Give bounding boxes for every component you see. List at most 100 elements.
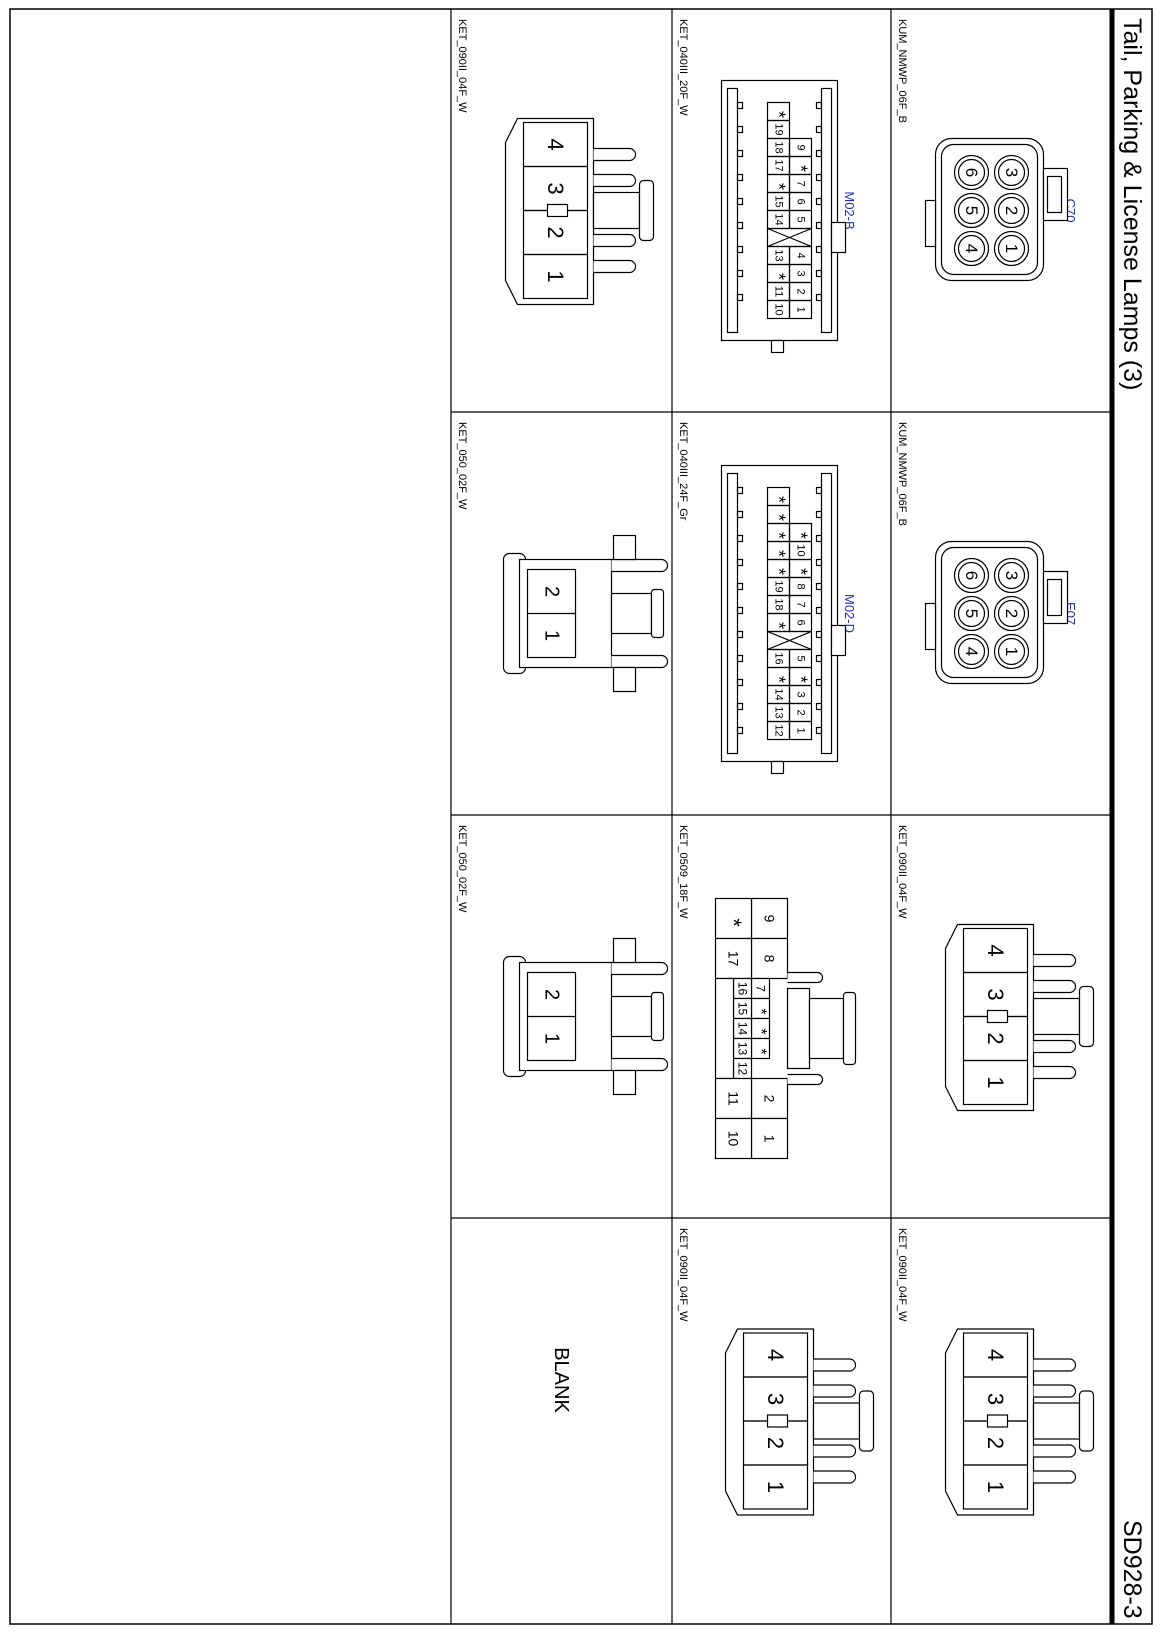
pin-label: 11 bbox=[773, 286, 785, 297]
connector-key bbox=[924, 602, 937, 651]
pin-socket-ring bbox=[957, 637, 986, 666]
pin-label: 8 bbox=[762, 955, 778, 963]
rail-tooth bbox=[815, 558, 823, 567]
connector-latch-body bbox=[808, 997, 845, 1060]
connector-key bbox=[612, 1069, 637, 1096]
pin-label: 12 bbox=[736, 1062, 750, 1076]
pin-unused-marker: * bbox=[769, 514, 789, 521]
pin-label: 9 bbox=[795, 144, 807, 150]
rail-tooth bbox=[815, 654, 823, 663]
rail-tooth bbox=[736, 678, 744, 687]
pin-label: 5 bbox=[962, 609, 981, 618]
connector-latch bbox=[812, 1402, 861, 1440]
pin-label: 3 bbox=[795, 270, 807, 276]
rail-tooth bbox=[736, 510, 744, 519]
pin-label: 12 bbox=[773, 724, 785, 736]
pin-socket-ring bbox=[957, 196, 986, 225]
connector-latch bbox=[1032, 1402, 1081, 1440]
connector-cells: C70KUM_NMWP_06F_B123456E07KUM_NMWP_06F_B… bbox=[456, 19, 1095, 1516]
pin-label: 1 bbox=[795, 306, 807, 312]
connector-arm bbox=[787, 1073, 824, 1086]
pin-cell bbox=[750, 937, 789, 980]
pin-cell bbox=[714, 897, 753, 940]
connector-arm bbox=[1033, 1444, 1077, 1458]
pin-socket bbox=[953, 154, 990, 191]
pin-unused-marker: * bbox=[769, 273, 789, 280]
connector-part-label: KET_090II_04F_W bbox=[896, 825, 908, 919]
pin-socket bbox=[953, 557, 990, 594]
rail-tooth bbox=[815, 702, 823, 711]
rail-tooth bbox=[736, 654, 744, 663]
rail-tooth bbox=[815, 678, 823, 687]
rail-tooth bbox=[815, 486, 823, 495]
pin-label: 19 bbox=[773, 123, 785, 135]
pin-label: 15 bbox=[736, 1002, 750, 1016]
pin-unused-marker: * bbox=[752, 1008, 769, 1014]
rail-tooth bbox=[736, 534, 744, 543]
connector-id-label: M02-B bbox=[842, 191, 857, 229]
rail-tooth bbox=[815, 534, 823, 543]
connector-key bbox=[770, 339, 785, 354]
pin-label: 4 bbox=[763, 1349, 788, 1361]
connector-part-label: KET_090II_04F_W bbox=[456, 19, 468, 113]
pin-socket bbox=[953, 595, 990, 632]
connector-latch-tab bbox=[842, 991, 857, 1066]
pin-label: 14 bbox=[736, 1022, 750, 1036]
pin-socket-ring bbox=[957, 599, 986, 628]
pin-cavity bbox=[962, 1059, 1029, 1106]
connector-arm bbox=[1033, 1039, 1077, 1054]
rail-tooth bbox=[736, 702, 744, 711]
pin-label: 19 bbox=[773, 580, 785, 592]
connector-part-label: KET_040III_24F_Gr bbox=[677, 422, 689, 521]
connector-latch bbox=[830, 624, 847, 657]
pin-unused-marker: * bbox=[791, 532, 811, 539]
pin-label: 7 bbox=[795, 601, 807, 607]
rail-tooth bbox=[736, 149, 744, 158]
connector-key bbox=[612, 937, 637, 964]
pin-label: 1 bbox=[1002, 244, 1021, 253]
pin-label: 13 bbox=[736, 1042, 750, 1056]
connector-arm bbox=[813, 1358, 857, 1372]
rail-tooth bbox=[736, 630, 744, 639]
rail-tooth bbox=[815, 197, 823, 206]
pin-label: 1 bbox=[983, 1481, 1008, 1493]
pin-label: 2 bbox=[795, 288, 807, 294]
connector-latch-window bbox=[986, 1414, 1009, 1428]
rail-tooth bbox=[736, 125, 744, 134]
rail-tooth bbox=[736, 558, 744, 567]
pin-unused-marker: * bbox=[769, 532, 789, 539]
pin-label: 17 bbox=[773, 159, 785, 171]
rail-tooth bbox=[736, 293, 744, 302]
rail-tooth bbox=[815, 510, 823, 519]
rail-tooth bbox=[736, 269, 744, 278]
pin-label: 2 bbox=[541, 989, 563, 1000]
pin-label: 8 bbox=[795, 583, 807, 589]
rail-tooth bbox=[815, 149, 823, 158]
pin-cavity bbox=[522, 253, 589, 300]
connector-housing-inner bbox=[940, 143, 1039, 276]
pin-label: 1 bbox=[762, 1135, 778, 1143]
connector-latch bbox=[830, 221, 847, 254]
connector-part-label: KUM_NMWP_06F_B bbox=[896, 422, 908, 526]
connector-rail bbox=[820, 87, 833, 334]
pin-label: 2 bbox=[541, 586, 563, 597]
connector-key bbox=[770, 760, 785, 775]
pin-label: 4 bbox=[795, 252, 807, 258]
pin-label: 10 bbox=[773, 303, 785, 315]
pin-label: 14 bbox=[773, 688, 785, 700]
connector-arm bbox=[611, 1057, 669, 1072]
pin-label: 17 bbox=[726, 951, 742, 967]
connector-part-label: KUM_NMWP_06F_B bbox=[896, 19, 908, 123]
pin-unused-marker: * bbox=[791, 165, 811, 172]
pin-label: 15 bbox=[773, 195, 785, 207]
rail-tooth bbox=[815, 101, 823, 110]
connector-part-label: KET_090II_04F_W bbox=[896, 1228, 908, 1322]
sheet-code: SD928-3 bbox=[1118, 1520, 1146, 1619]
rail-tooth bbox=[736, 245, 744, 254]
connector-arm bbox=[593, 259, 637, 274]
pin-unused-marker: * bbox=[752, 1028, 769, 1034]
pin-label: 7 bbox=[754, 985, 768, 992]
connector-latch bbox=[1032, 997, 1081, 1036]
pin-socket-ring bbox=[957, 158, 986, 187]
